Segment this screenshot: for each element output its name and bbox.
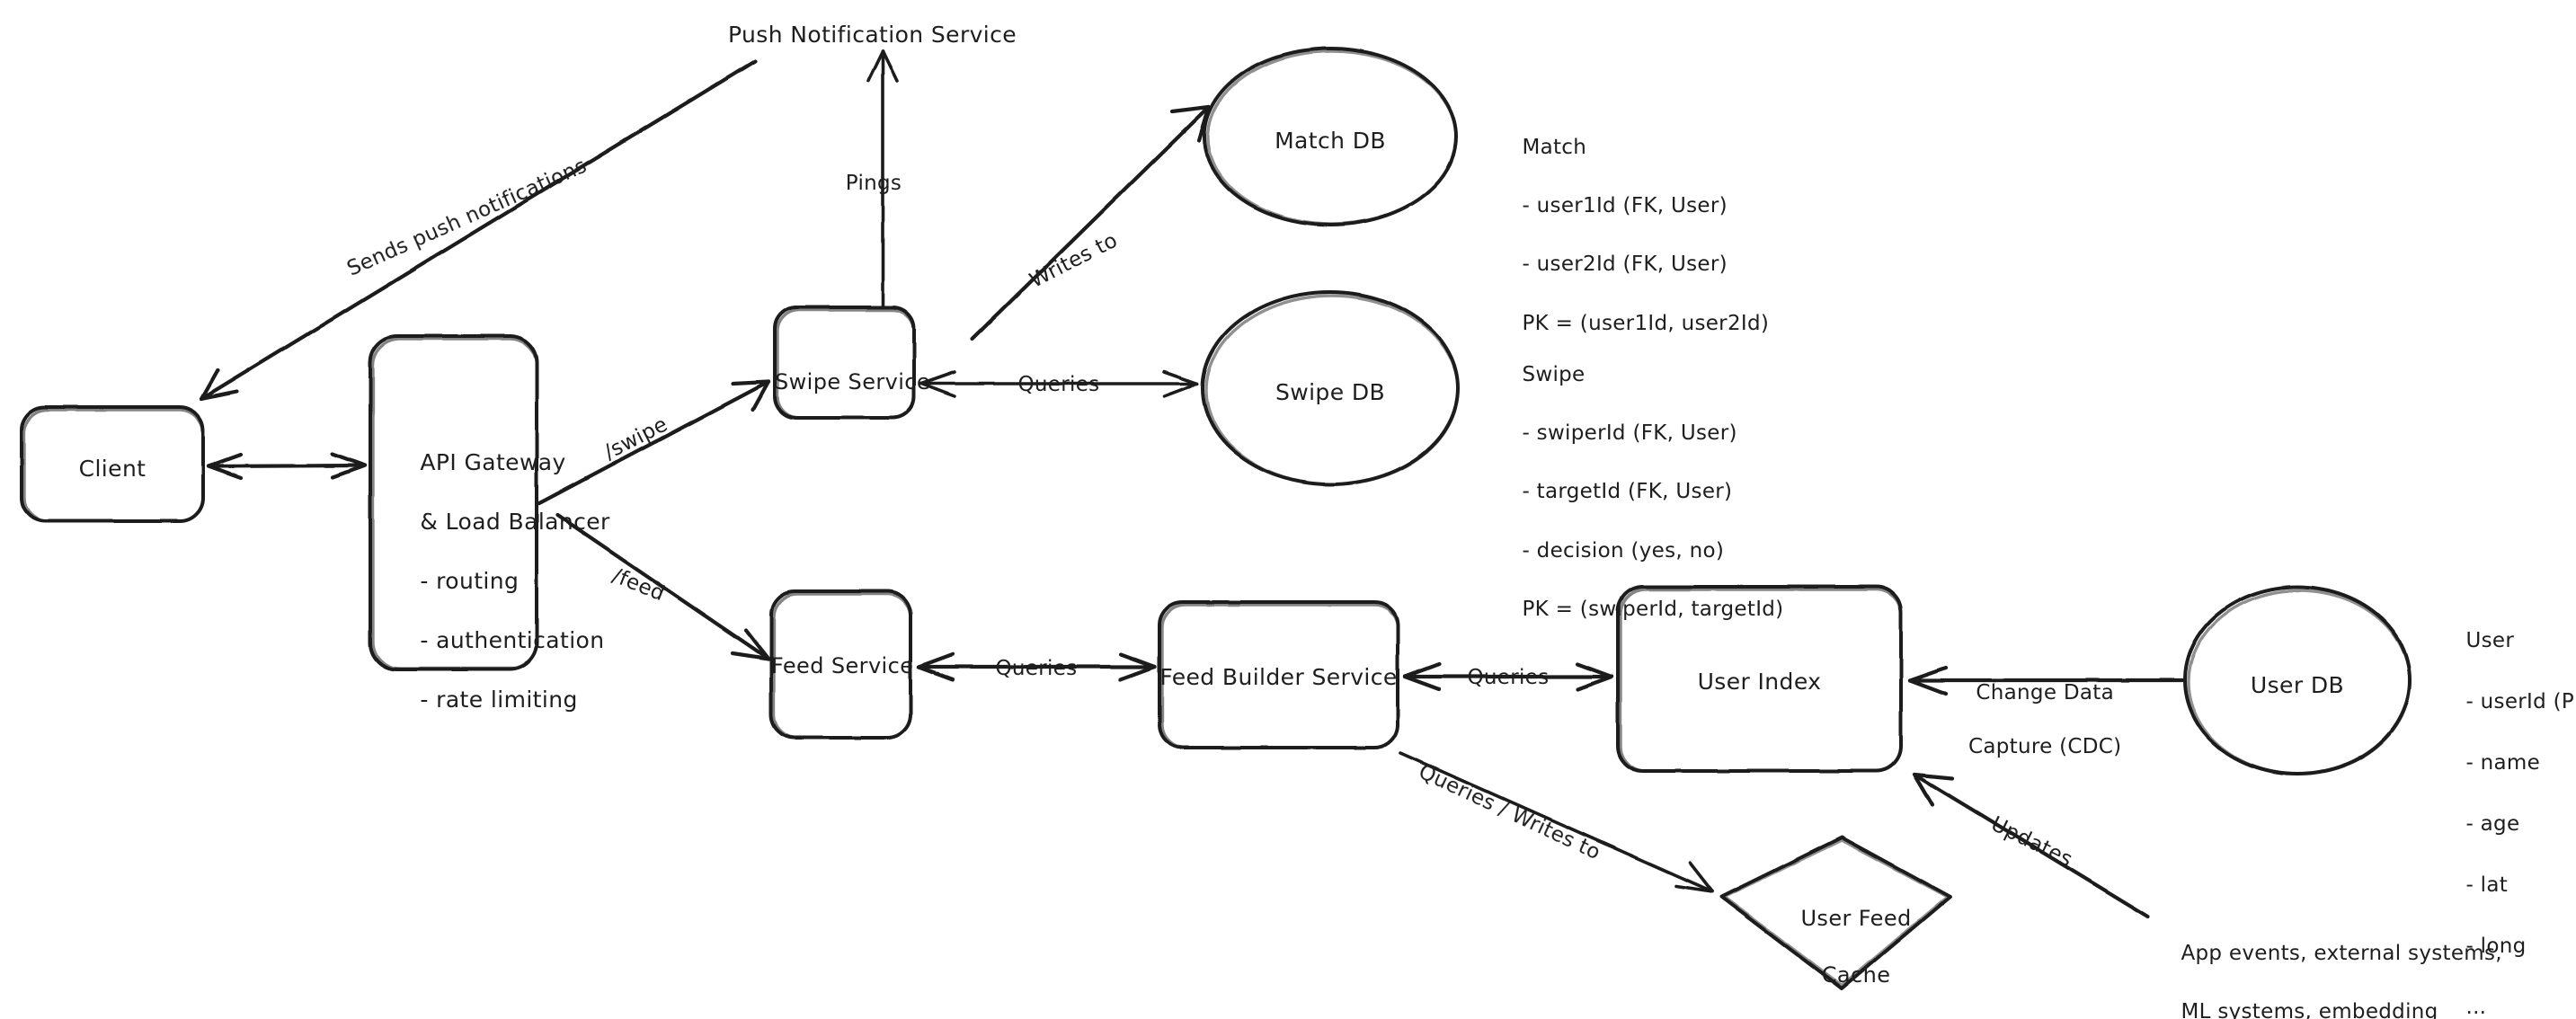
edge-pings-arrow xyxy=(866,49,899,307)
edge-swipe-route-arrow xyxy=(537,379,771,506)
node-api-gateway-shape[interactable] xyxy=(369,334,538,671)
edge-writes-to-match-arrow xyxy=(970,104,1212,341)
edge-cache-rw-arrow xyxy=(1399,751,1714,893)
edge-cdc-arrow xyxy=(1907,665,2185,696)
edge-swipe-queries-arrow xyxy=(919,370,1199,398)
edge-updates-arrow xyxy=(1912,772,2151,919)
node-swipe-db-shape[interactable] xyxy=(1201,290,1460,486)
edge-index-queries-arrow xyxy=(1402,661,1614,692)
node-user-db-shape[interactable] xyxy=(2183,585,2412,775)
node-match-db-shape[interactable] xyxy=(1203,47,1458,226)
node-user-feed-cache-shape[interactable] xyxy=(1719,836,1952,990)
node-swipe-service-shape[interactable] xyxy=(773,306,916,420)
edge-push-notifications-arrow xyxy=(199,58,758,402)
node-client-shape[interactable] xyxy=(20,405,205,523)
edge-client-gateway-arrow xyxy=(206,451,368,481)
edge-feed-route-arrow xyxy=(555,512,771,661)
node-user-index-shape[interactable] xyxy=(1616,585,1903,773)
edge-feed-queries-arrow xyxy=(916,651,1158,682)
node-feed-service-shape[interactable] xyxy=(769,589,912,740)
node-feed-builder-service-shape[interactable] xyxy=(1158,600,1399,749)
